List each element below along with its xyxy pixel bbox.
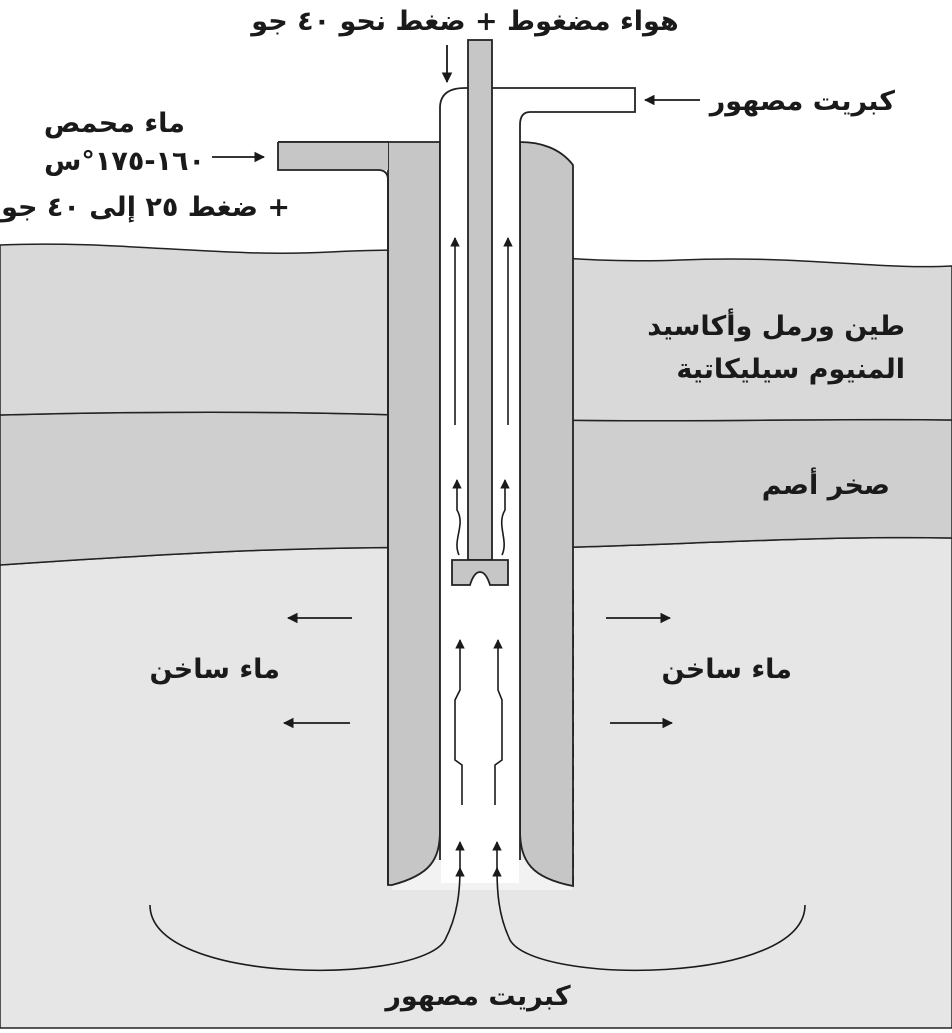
inner-air-pipe — [467, 39, 493, 561]
sulfur-flow-curve-right — [492, 867, 806, 972]
label-clay-layer-2: المنيوم سيليكاتية — [676, 354, 905, 385]
label-superheated-water-3: + ضغط ٢٥ إلى ٤٠ جو — [0, 192, 290, 223]
label-molten-sulfur-bottom: كبريت مصهور — [383, 981, 571, 1012]
label-superheated-water-2: ١٦٠-١٧٥°س — [44, 146, 205, 177]
label-hot-water-right: ماء ساخن — [661, 654, 792, 685]
flow-arrow-up-4 — [500, 479, 510, 556]
label-compressed-air: هواء مضغوط + ضغط نحو ٤٠ جو — [249, 6, 678, 37]
air-nozzle — [451, 559, 509, 586]
label-clay-layer-1: طين ورمل وأكاسيد — [647, 308, 905, 342]
flow-arrow-up-5 — [454, 639, 465, 805]
label-molten-sulfur-top: كبريت مصهور — [708, 86, 896, 117]
outer-pipe — [278, 141, 574, 888]
water-inlet-pipe — [278, 142, 388, 170]
sulfur-flow-curve-left — [149, 867, 465, 972]
flow-arrow-up-6 — [493, 639, 503, 805]
label-hot-water-left: ماء ساخن — [149, 654, 280, 685]
flow-arrow-up-3 — [452, 479, 462, 556]
label-superheated-water-1: ماء محمص — [44, 108, 185, 139]
label-rock-layer: صخر أصم — [762, 467, 890, 501]
